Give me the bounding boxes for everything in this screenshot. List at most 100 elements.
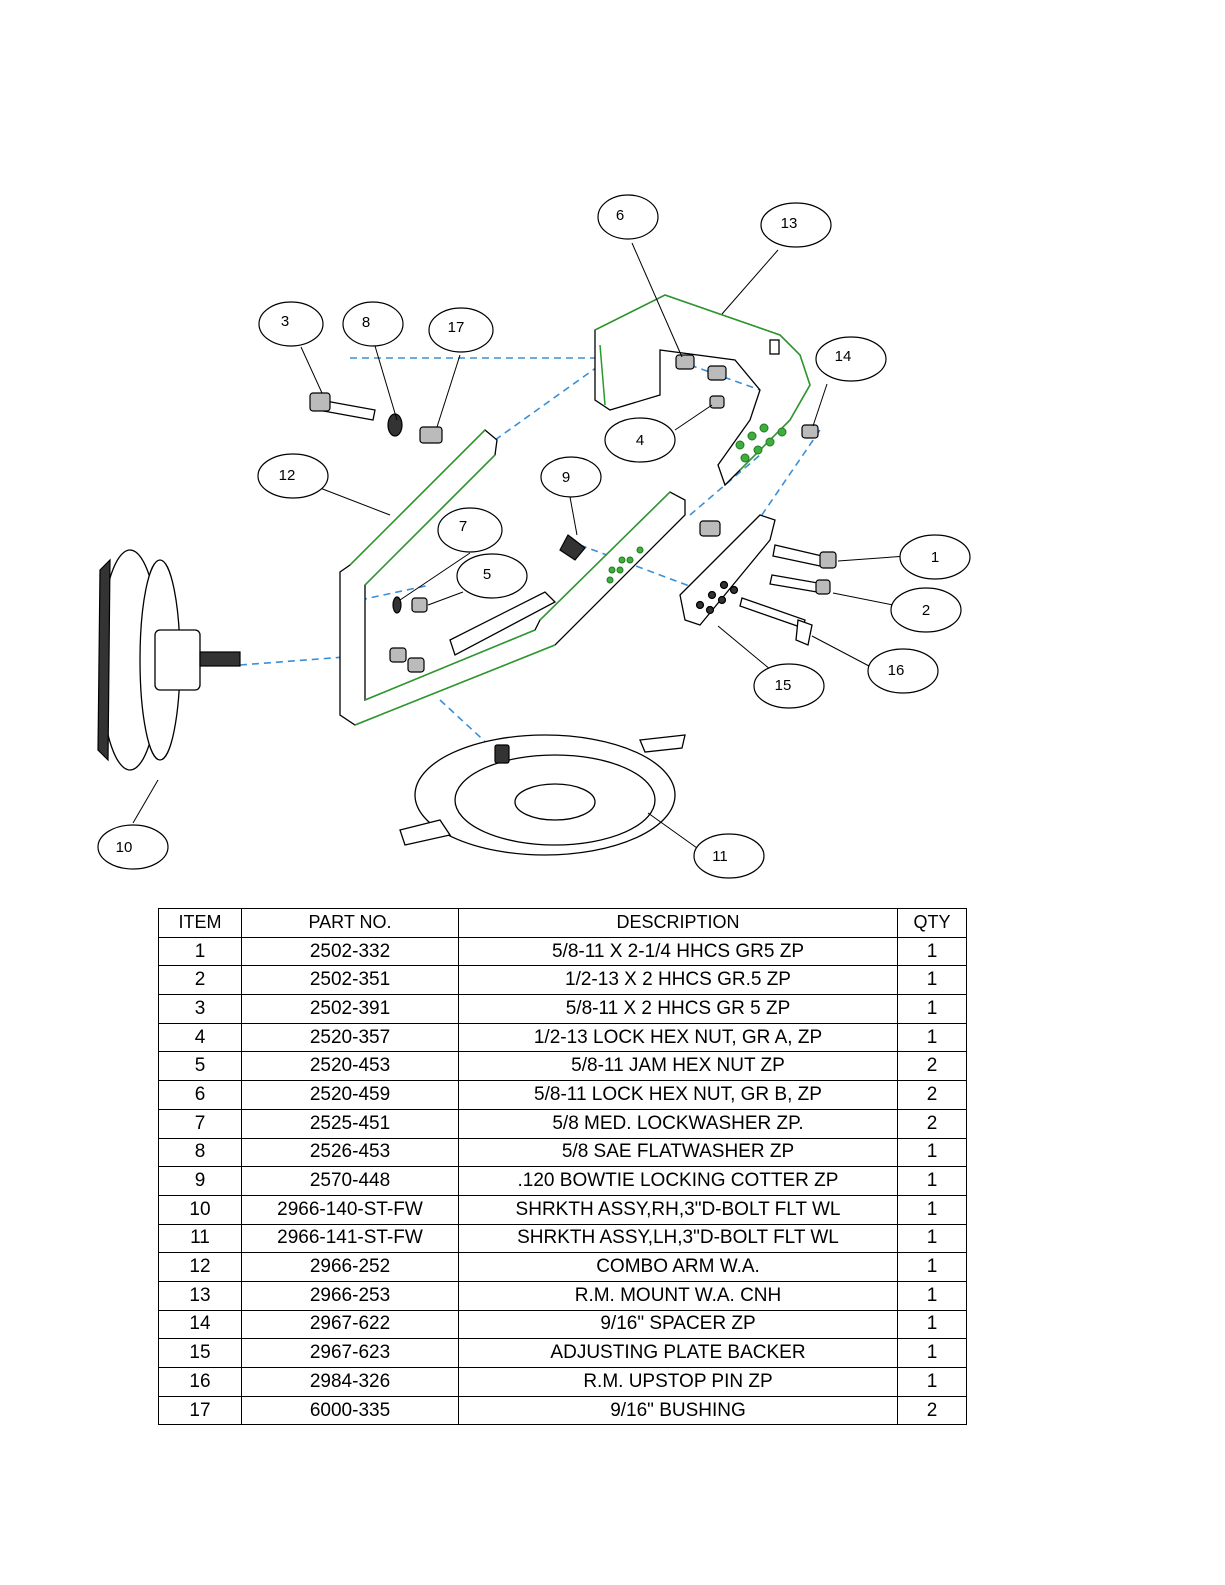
svg-text:3: 3 [281, 313, 289, 330]
svg-text:4: 4 [636, 432, 644, 449]
callout-6: 6 [597, 194, 659, 240]
bowtie-cotter [559, 534, 586, 561]
cell-qty: 2 [897, 1080, 967, 1110]
cell-item: 12 [158, 1252, 242, 1282]
cell-description: COMBO ARM W.A. [458, 1252, 898, 1282]
cell-description: SHRKTH ASSY,RH,3"D-BOLT FLT WL [458, 1194, 898, 1225]
svg-text:11: 11 [712, 848, 728, 865]
callout-4: 4 [604, 417, 676, 463]
svg-text:8: 8 [362, 314, 370, 331]
bolts [309, 392, 837, 646]
cell-qty: 1 [897, 1194, 967, 1225]
cell-part-no: 2520-357 [241, 1022, 459, 1053]
callout-12: 12 [257, 453, 329, 499]
cell-qty: 1 [897, 1252, 967, 1282]
cell-part-no: 2520-453 [241, 1051, 459, 1082]
cell-item: 4 [158, 1022, 242, 1053]
svg-text:17: 17 [448, 319, 465, 336]
cell-description: 5/8 SAE FLATWASHER ZP [458, 1137, 898, 1168]
cell-part-no: 2502-351 [241, 965, 459, 996]
cell-description: SHRKTH ASSY,LH,3"D-BOLT FLT WL [458, 1223, 898, 1254]
svg-text:6: 6 [616, 207, 624, 224]
cell-qty: 2 [897, 1051, 967, 1082]
arm-hole-pattern [606, 546, 644, 584]
washers-bushings [387, 413, 443, 673]
cell-qty: 1 [897, 1022, 967, 1053]
callout-15: 15 [753, 663, 825, 709]
cell-item: 16 [158, 1367, 242, 1397]
cell-part-no: 2502-332 [241, 936, 459, 967]
cell-item: 6 [158, 1080, 242, 1110]
cell-item: 3 [158, 994, 242, 1024]
mount-slot-holes [735, 423, 787, 463]
header-item: ITEM [158, 908, 242, 938]
callout-11: 11 [693, 833, 765, 879]
callout-5: 5 [456, 553, 528, 599]
cell-item: 2 [158, 965, 242, 996]
cell-item: 13 [158, 1280, 242, 1311]
header-part-no: PART NO. [241, 908, 459, 938]
svg-text:7: 7 [459, 518, 467, 535]
cell-part-no: 2966-141-ST-FW [241, 1223, 459, 1254]
cell-item: 14 [158, 1309, 242, 1340]
callout-14: 14 [815, 336, 887, 382]
cell-description: 9/16" SPACER ZP [458, 1309, 898, 1340]
callout-10: 10 [97, 824, 169, 870]
cell-part-no: 2526-453 [241, 1137, 459, 1168]
svg-text:14: 14 [835, 348, 852, 365]
cell-part-no: 2502-391 [241, 994, 459, 1024]
cell-qty: 1 [897, 994, 967, 1024]
callout-7: 7 [437, 507, 503, 553]
cell-description: 5/8-11 X 2 HHCS GR 5 ZP [458, 994, 898, 1024]
cell-item: 7 [158, 1108, 242, 1139]
cell-part-no: 2984-326 [241, 1367, 459, 1397]
cell-description: .120 BOWTIE LOCKING COTTER ZP [458, 1166, 898, 1196]
cell-description: 1/2-13 LOCK HEX NUT, GR A, ZP [458, 1022, 898, 1053]
svg-text:5: 5 [483, 566, 491, 583]
combo-arm-part [339, 429, 686, 726]
cell-qty: 1 [897, 1367, 967, 1397]
cell-description: 5/8-11 X 2-1/4 HHCS GR5 ZP [458, 936, 898, 967]
cell-description: 9/16" BUSHING [458, 1395, 898, 1426]
sharktooth-wheel-rh [97, 549, 241, 771]
cell-part-no: 2966-140-ST-FW [241, 1194, 459, 1225]
rm-mount-part [594, 294, 811, 487]
svg-text:12: 12 [279, 467, 296, 484]
table-header-row: ITEM PART NO. DESCRIPTION QTY [158, 908, 967, 938]
svg-text:13: 13 [781, 215, 798, 232]
callout-2: 2 [890, 587, 962, 633]
callout-8: 8 [342, 301, 404, 347]
callout-3: 3 [258, 301, 324, 347]
cell-qty: 1 [897, 1137, 967, 1168]
cell-qty: 1 [897, 965, 967, 996]
callout-17: 17 [428, 307, 494, 353]
cell-item: 11 [158, 1223, 242, 1254]
svg-text:1: 1 [931, 549, 939, 566]
cell-qty: 1 [897, 1223, 967, 1254]
adjusting-plate-part [679, 514, 776, 626]
lock-hex-nuts [675, 354, 819, 537]
cell-part-no: 2967-623 [241, 1338, 459, 1368]
cell-description: 1/2-13 X 2 HHCS GR.5 ZP [458, 965, 898, 996]
cell-part-no: 2967-622 [241, 1309, 459, 1340]
cell-description: R.M. MOUNT W.A. CNH [458, 1280, 898, 1311]
plate-holes [695, 580, 739, 615]
cell-description: 5/8 MED. LOCKWASHER ZP. [458, 1108, 898, 1139]
sharktooth-wheel-lh [399, 734, 686, 856]
cell-description: R.M. UPSTOP PIN ZP [458, 1367, 898, 1397]
